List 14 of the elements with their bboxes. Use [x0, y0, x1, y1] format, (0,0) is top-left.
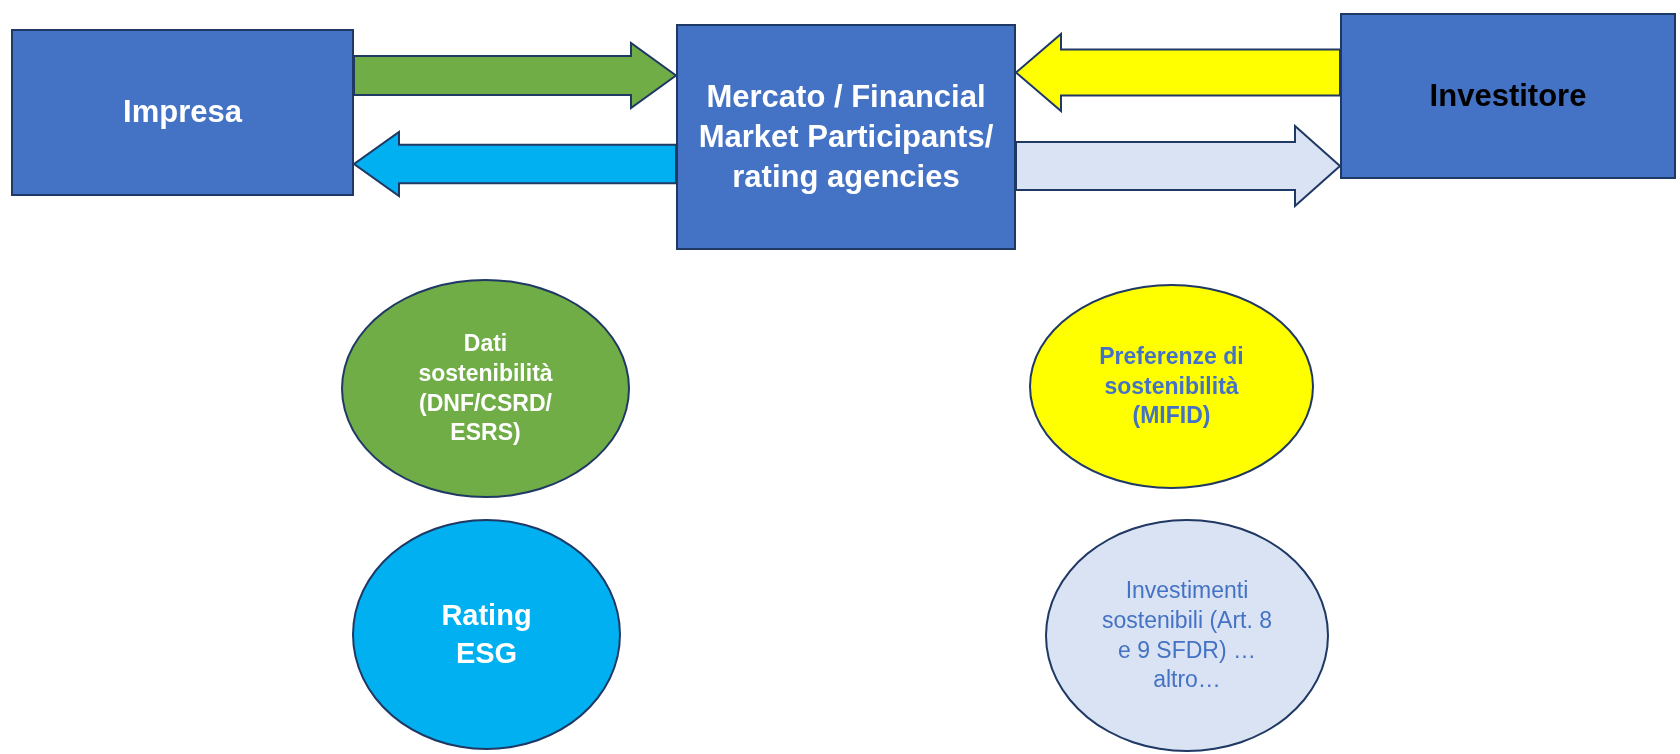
block-arrow: [1015, 123, 1342, 209]
block-arrow: [352, 130, 677, 198]
process-box: [1340, 13, 1676, 179]
node-label: Investitore: [1428, 76, 1588, 115]
process-box: [676, 24, 1016, 250]
node-label: Preferenze di sostenibilità (MIFID): [1098, 341, 1245, 431]
node-label: Investimenti sostenibili (Art. 8 e 9 SFDR) …altro…: [1101, 575, 1273, 695]
node-label: Rating ESG: [440, 597, 533, 671]
node-label: Dati sostenibilità (DNF/CSRD/ ESRS): [417, 328, 554, 448]
node-label: Mercato / Financial Market Participants/ rating agencies: [697, 77, 995, 197]
process-box: [11, 29, 354, 196]
block-arrow: [353, 41, 678, 110]
block-arrow: [1014, 31, 1341, 114]
node-label: Impresa: [122, 93, 244, 132]
